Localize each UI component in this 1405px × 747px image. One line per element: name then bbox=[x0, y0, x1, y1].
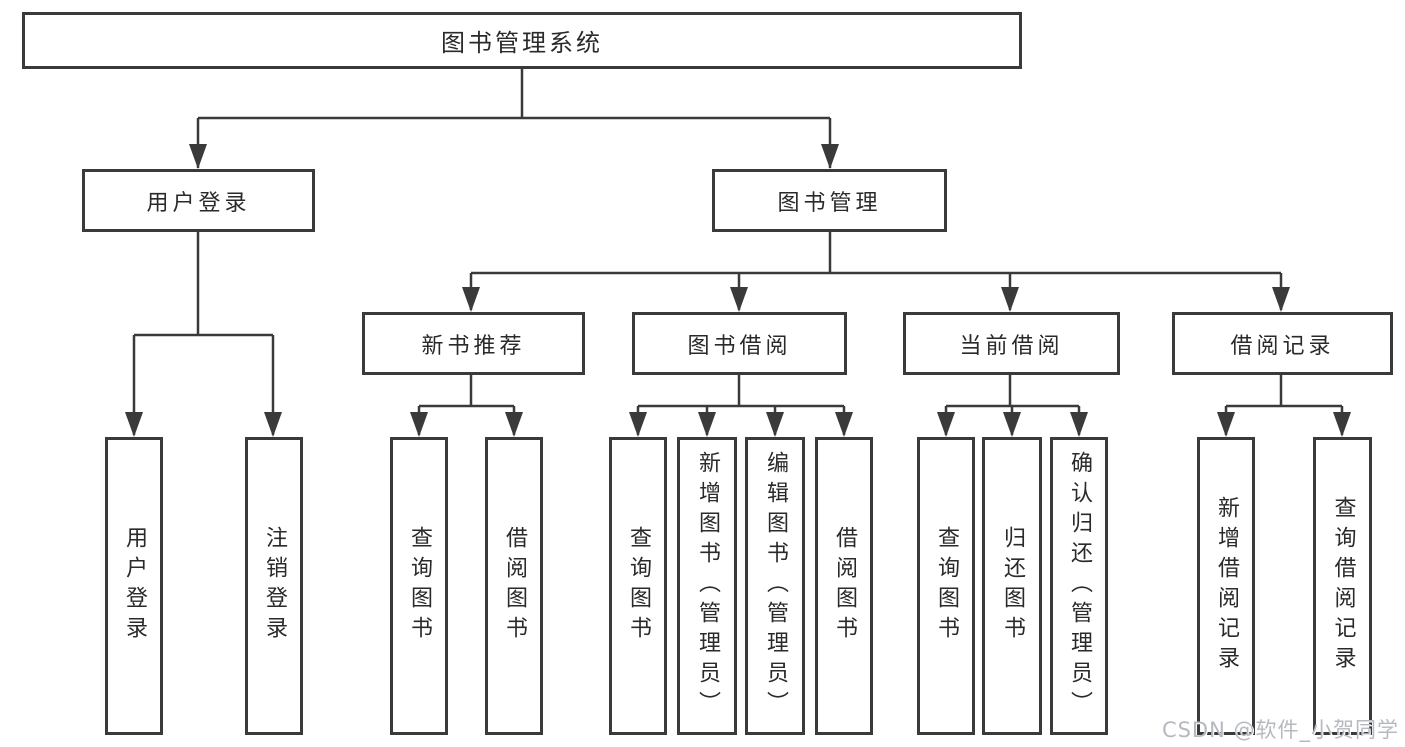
node-user-login: 用户登录 bbox=[82, 169, 315, 232]
watermark: CSDN @软件_小贺同学 bbox=[1161, 718, 1399, 742]
node-borrow-records: 借阅记录 bbox=[1172, 312, 1393, 375]
leaf-query-borrow-record: 查询借阅记录 bbox=[1313, 437, 1372, 735]
leaf-user-login: 用户登录 bbox=[105, 437, 163, 735]
leaf-edit-book-admin: 编辑图书（管理员） bbox=[745, 437, 805, 735]
leaf-query-books: 查询图书 bbox=[609, 437, 667, 735]
leaf-return-books: 归还图书 bbox=[982, 437, 1042, 735]
leaf-logout-login: 注销登录 bbox=[245, 437, 303, 735]
leaf-borrow-books: 借阅图书 bbox=[485, 437, 543, 735]
leaf-add-book-admin: 新增图书（管理员） bbox=[677, 437, 737, 735]
leaf-query-books: 查询图书 bbox=[390, 437, 448, 735]
leaf-query-books: 查询图书 bbox=[917, 437, 975, 735]
leaf-borrow-books: 借阅图书 bbox=[815, 437, 873, 735]
leaf-add-borrow-record: 新增借阅记录 bbox=[1197, 437, 1255, 735]
leaf-confirm-return-admin: 确认归还（管理员） bbox=[1050, 437, 1108, 735]
node-current-borrow: 当前借阅 bbox=[903, 312, 1120, 375]
node-book-borrow: 图书借阅 bbox=[632, 312, 847, 375]
node-book-management: 图书管理 bbox=[712, 169, 947, 232]
node-new-book-recommend: 新书推荐 bbox=[362, 312, 585, 375]
node-root: 图书管理系统 bbox=[22, 12, 1022, 69]
